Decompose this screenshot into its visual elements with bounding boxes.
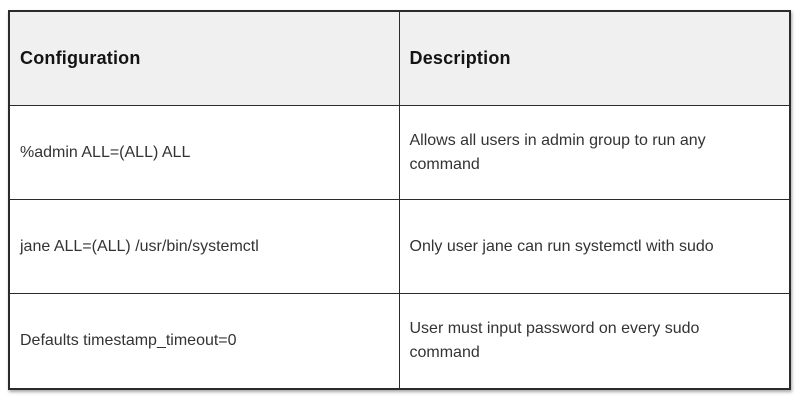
- column-header-description-label: Description: [409, 48, 511, 68]
- column-header-description: Description: [399, 12, 789, 106]
- column-header-configuration: Configuration: [10, 12, 400, 106]
- table-row-2-description-cell: Only user jane can run systemctl with su…: [399, 200, 789, 294]
- table-row-1-description-cell: Allows all users in admin group to run a…: [399, 106, 789, 200]
- configuration-value: Defaults timestamp_timeout=0: [20, 332, 237, 349]
- configuration-value: %admin ALL=(ALL) ALL: [20, 143, 191, 161]
- description-value: Allows all users in admin group to run a…: [409, 131, 706, 173]
- table-row-3-description-cell: User must input password on every sudo c…: [399, 294, 789, 388]
- table-row-2-configuration-cell: jane ALL=(ALL) /usr/bin/systemctl: [10, 200, 400, 294]
- configuration-value: jane ALL=(ALL) /usr/bin/systemctl: [20, 237, 259, 255]
- sudo-configuration-table: Configuration Description %admin ALL=(AL…: [8, 10, 791, 390]
- description-value: User must input password on every sudo c…: [409, 320, 700, 361]
- table-row-3-configuration-cell: Defaults timestamp_timeout=0: [10, 294, 400, 388]
- description-value: Only user jane can run systemctl with su…: [409, 237, 714, 255]
- column-header-configuration-label: Configuration: [20, 48, 141, 68]
- table-row-1-configuration-cell: %admin ALL=(ALL) ALL: [10, 106, 400, 200]
